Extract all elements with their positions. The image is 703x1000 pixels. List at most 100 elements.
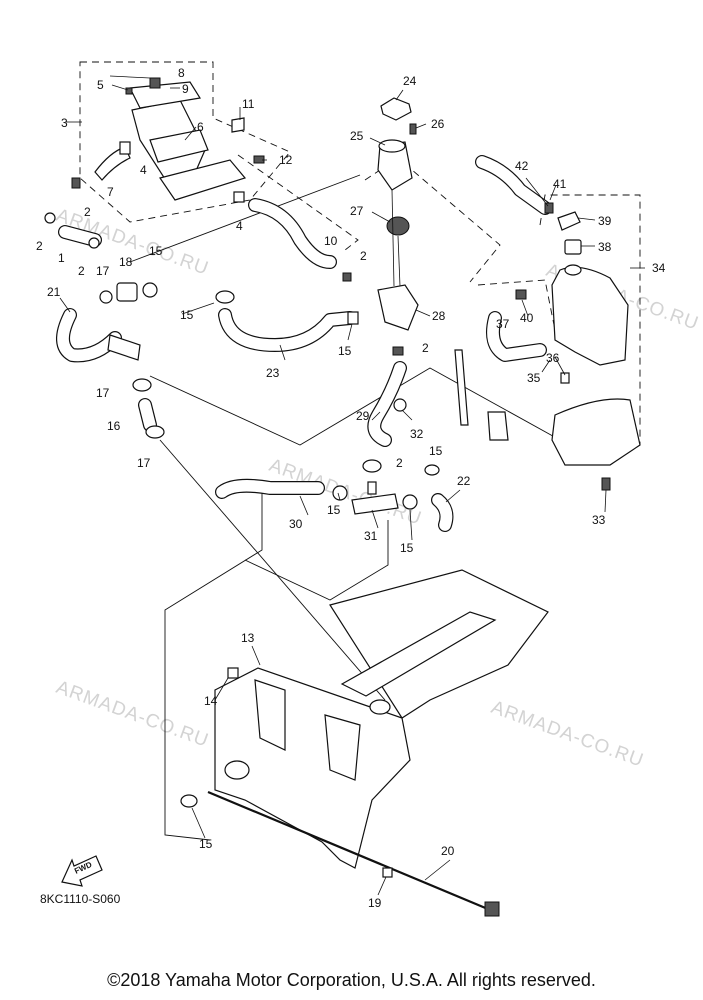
joint [107,334,141,361]
reservoir-hose-boundary [477,279,556,331]
frame-post [254,679,286,751]
bracket-panel [551,398,641,466]
callout-42: 42 [515,159,529,173]
callout-2a: 2 [84,205,91,219]
clamp-15g [180,794,198,808]
frame-line [244,520,389,601]
callout-5: 5 [97,78,104,92]
radiator-cap-24 [380,97,412,121]
callout-11: 11 [242,97,255,111]
fitting-39 [557,211,581,231]
clamp-41 [544,202,554,214]
callout-25: 25 [350,129,364,143]
frame-line [149,367,561,446]
clamp-4b [233,191,245,203]
thermostat-27 [386,216,410,236]
callout-15c: 15 [338,344,352,358]
frame-line [159,439,386,701]
callout-38: 38 [598,240,612,254]
clamps [44,212,440,515]
clamp-17 [99,290,113,304]
bolt-35 [560,372,570,384]
frame-post [324,714,361,781]
callout-21: 21 [47,285,61,299]
hose-group-boundary [237,154,359,251]
callout-17a: 17 [96,264,110,278]
callout-14: 14 [204,694,218,708]
frame-lines [129,174,561,841]
callout-41: 41 [553,177,567,191]
callout-13: 13 [241,631,255,645]
callout-8: 8 [178,66,185,80]
callout-29: 29 [356,409,370,423]
assembly-axis [397,235,401,287]
forward-arrow-icon [61,855,103,887]
callout-27: 27 [350,204,364,218]
callout-34: 34 [652,261,666,275]
clamp [88,237,100,249]
clamp-32 [393,398,407,412]
thermostat-housing-28 [377,284,419,331]
clamp-15 [142,282,158,298]
clamp-17c [145,425,165,439]
callout-22: 22 [457,474,471,488]
bolt-11 [231,117,245,133]
pipe-31-branch [367,481,377,495]
callout-labels: 3 5 8 9 6 4 7 2 2 1 2 11 12 4 10 15 18 1… [36,66,666,910]
callout-36: 36 [546,351,560,365]
callout-19: 19 [368,896,382,910]
frame-line [129,174,361,263]
clamp-15f [424,464,440,476]
callout-28: 28 [432,309,446,323]
bracket-block [487,411,509,441]
callout-18: 18 [119,255,133,269]
callout-15d: 15 [429,444,443,458]
bolt-26 [409,123,417,135]
clamp-2b [342,272,352,282]
gasket [149,129,209,163]
callout-15b: 15 [180,308,194,322]
copyright-notice: ©2018 Yamaha Motor Corporation, U.S.A. A… [107,970,596,990]
fwd-arrow: FWD [61,855,103,887]
diagram-code: 8KC1110-S060 [40,892,121,906]
callout-35: 35 [527,371,541,385]
bolt-20-head [484,901,500,917]
pipe-18 [116,282,138,302]
callout-3: 3 [61,116,68,130]
callout-2d: 2 [360,249,367,263]
callout-17b: 17 [96,386,110,400]
leader-lines [59,75,645,896]
watermark: ARMADA-CO.RU [53,677,211,752]
callout-39: 39 [598,214,612,228]
clamp-15d [332,485,348,501]
bolt-12 [253,155,265,164]
callout-26: 26 [431,117,445,131]
filler-group-boundary [364,157,501,283]
bolt [149,77,161,89]
clamp-2c [392,346,404,356]
radiator [180,569,549,917]
cap-38 [564,239,582,255]
callout-1: 1 [58,251,65,265]
callout-31: 31 [364,529,378,543]
filler-assembly [377,97,419,331]
bolt-14 [227,667,239,679]
clamp-4 [119,141,131,155]
callout-30: 30 [289,517,303,531]
callout-4b: 4 [236,219,243,233]
bracket-rod [454,349,469,426]
reservoir-neck [564,264,582,276]
callout-20: 20 [441,844,455,858]
outlet-fitting [369,699,391,715]
clip-19 [382,867,393,878]
watermark: ARMADA-CO.RU [488,697,646,772]
reservoir-34 [551,266,629,366]
thermostat-assembly-boundary [79,61,291,223]
pipe-7 [94,146,131,181]
hoses [56,155,552,532]
screw [125,87,133,95]
callout-17c: 17 [137,456,151,470]
callout-23: 23 [266,366,280,380]
clamp-15e [402,494,418,510]
